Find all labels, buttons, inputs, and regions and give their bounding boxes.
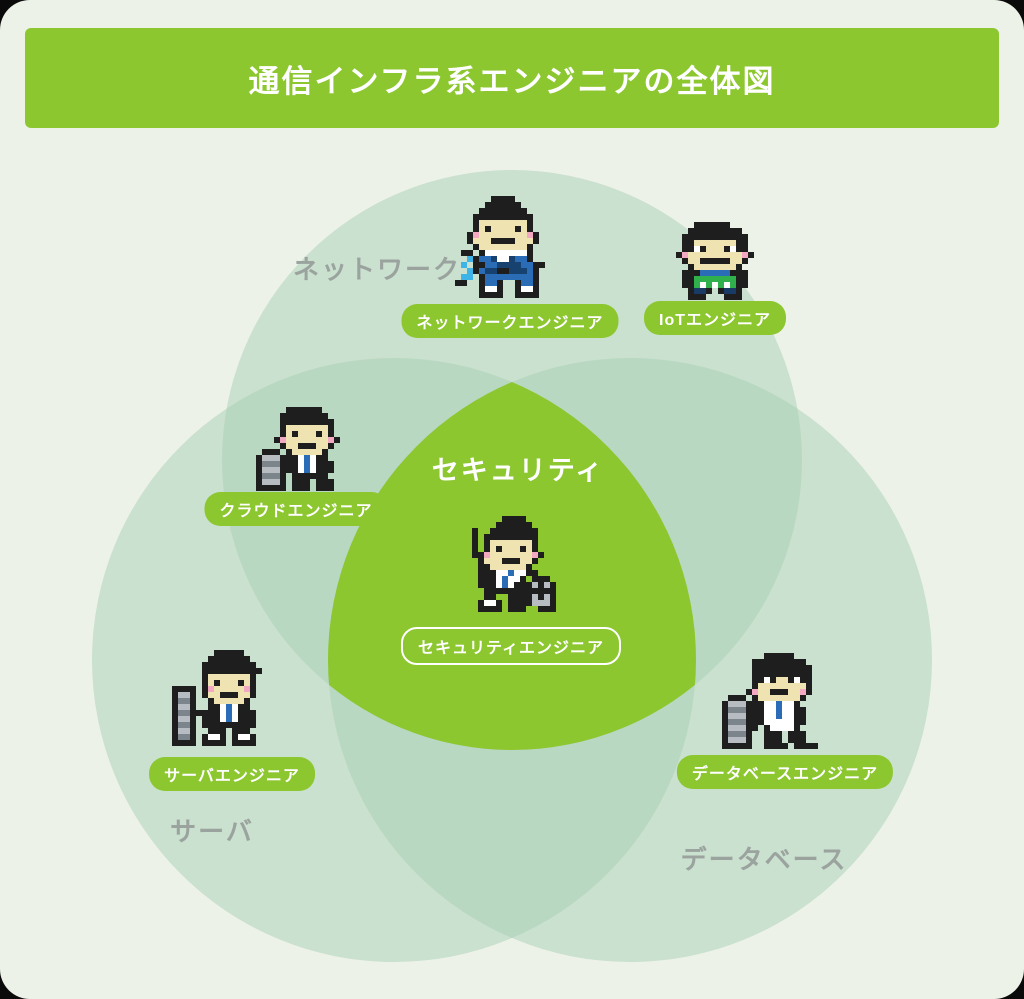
network-set-label: ネットワーク [292,254,462,285]
cloud-engineer-badge: クラウドエンジニア [204,492,388,526]
database-engineer-badge: データベースエンジニア [676,755,894,789]
database-set-label: データベース [680,844,848,875]
server-engineer-sprite [172,650,268,746]
database-engineer-sprite [722,653,818,749]
page-title: 通信インフラ系エンジニアの全体図 [248,63,776,99]
network-engineer-badge: ネットワークエンジニア [401,304,619,338]
iot-engineer-badge: IoTエンジニア [644,301,786,335]
security-intersection [328,358,696,750]
security-set-label: セキュリティ [431,455,605,486]
server-engineer-badge: サーバエンジニア [149,757,315,791]
server-set-label: サーバ [170,816,254,847]
iot-engineer-sprite [676,222,754,300]
cloud-engineer-sprite [256,407,346,491]
network-engineer-sprite [455,196,551,298]
security-engineer-sprite [466,516,556,612]
security-engineer-badge: セキュリティエンジニア [400,627,622,665]
title-banner: 通信インフラ系エンジニアの全体図 [25,28,999,128]
